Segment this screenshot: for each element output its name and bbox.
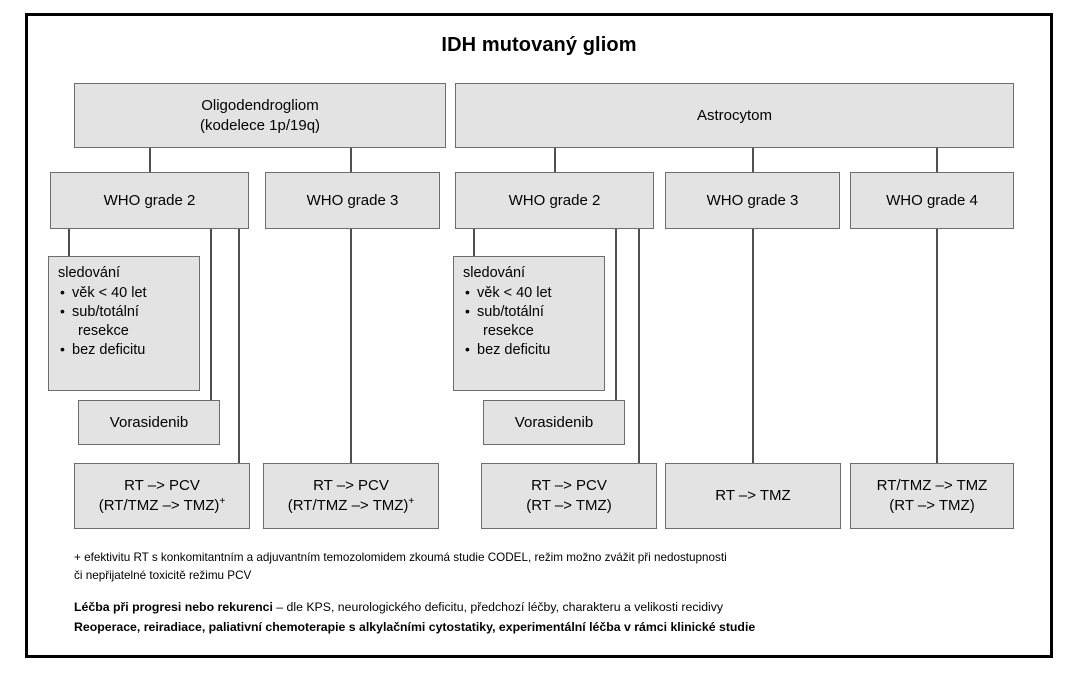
node-oligo-who-grade-2-label: WHO grade 2 [103,191,196,209]
connector-astro-g2-to-sledovani [473,228,475,257]
node-oligo-who-grade-3-label: WHO grade 3 [306,191,399,209]
node-oligo-g3-treatment-line1: RT –> PCV [313,477,389,494]
footnote-line-2: či nepřijatelné toxicitě režimu PCV [74,568,252,582]
node-vorasidenib-astro[interactable]: Vorasidenib [483,400,625,445]
node-oligodendrogliom-line1: Oligodendrogliom [201,96,319,114]
connector-astro-g3-to-treatment [752,228,754,464]
node-astro-who-grade-2[interactable]: WHO grade 2 [455,172,654,229]
node-vorasidenib-oligo[interactable]: Vorasidenib [78,400,220,445]
connector-astro-to-g4 [936,147,938,173]
footnote-line-1: + efektivitu RT s konkomitantním a adjuv… [74,551,727,564]
bold-note-line-2: Reoperace, reiradiace, paliativní chemot… [74,618,1014,638]
node-astro-g4-treatment-line1: RT/TMZ –> TMZ [876,477,988,494]
node-astro-who-grade-3-label: WHO grade 3 [706,191,799,209]
bold-note-lead: Léčba při progresi nebo rekurenci [74,600,273,614]
node-astrocytom-line1: Astrocytom [696,106,772,124]
node-oligo-g2-treatment-line2: (RT/TMZ –> TMZ)+ [98,496,226,515]
bold-note-line-1: Léčba při progresi nebo rekurenci – dle … [74,598,1014,618]
node-vorasidenib-oligo-label: Vorasidenib [109,413,189,431]
node-oligo-g2-treatment[interactable]: RT –> PCV (RT/TMZ –> TMZ)+ [74,463,250,529]
node-astro-g3-treatment-line1: RT –> TMZ [715,487,791,504]
node-oligo-g3-treatment[interactable]: RT –> PCV (RT/TMZ –> TMZ)+ [263,463,439,529]
connector-oligo-g2-to-sledovani [68,228,70,257]
node-oligo-g2-treatment-line1: RT –> PCV [124,477,200,494]
node-astro-who-grade-4[interactable]: WHO grade 4 [850,172,1014,229]
list-item: sub/totální [60,302,147,322]
node-surveillance-astro[interactable]: sledování věk < 40 let sub/totální resek… [453,256,605,391]
node-astro-who-grade-3[interactable]: WHO grade 3 [665,172,840,229]
node-astro-who-grade-2-label: WHO grade 2 [508,191,601,209]
node-astro-g2-treatment[interactable]: RT –> PCV (RT –> TMZ) [481,463,657,529]
node-oligo-who-grade-3[interactable]: WHO grade 3 [265,172,440,229]
node-astro-g4-treatment[interactable]: RT/TMZ –> TMZ (RT –> TMZ) [850,463,1014,529]
page-title: IDH mutovaný gliom [441,34,637,56]
node-astrocytom[interactable]: Astrocytom [455,83,1014,148]
list-item: bez deficitu [465,340,552,360]
list-item: bez deficitu [60,340,147,360]
list-item: resekce [78,323,129,339]
connector-astro-g2-to-vorasidenib [615,228,617,401]
surveillance-oligo-list: věk < 40 let sub/totální resekce bez def… [58,283,147,360]
list-item: věk < 40 let [60,283,146,303]
connector-oligo-to-g2 [149,147,151,173]
node-astro-g3-treatment[interactable]: RT –> TMZ [665,463,841,529]
connector-oligo-g2-to-treatment [238,228,240,464]
node-astro-g2-treatment-line2: (RT –> TMZ) [526,497,612,514]
node-oligo-who-grade-2[interactable]: WHO grade 2 [50,172,249,229]
connector-astro-to-g3 [752,147,754,173]
list-item: resekce [483,323,534,339]
bold-note-rest: – dle KPS, neurologického deficitu, před… [272,600,724,614]
surveillance-astro-header: sledování [463,265,526,281]
bold-notes-block: Léčba při progresi nebo rekurenci – dle … [74,598,1014,637]
node-astro-g4-treatment-line2: (RT –> TMZ) [889,497,975,514]
list-item: sub/totální [465,302,552,322]
node-oligo-g3-treatment-line2: (RT/TMZ –> TMZ)+ [287,496,415,515]
node-oligodendrogliom[interactable]: Oligodendrogliom (kodelece 1p/19q) [74,83,446,148]
list-item: věk < 40 let [465,283,551,303]
node-astro-g2-treatment-line1: RT –> PCV [531,477,607,494]
connector-oligo-to-g3 [350,147,352,173]
node-surveillance-oligo[interactable]: sledování věk < 40 let sub/totální resek… [48,256,200,391]
node-astro-who-grade-4-label: WHO grade 4 [886,191,978,209]
node-oligodendrogliom-line2: (kodelece 1p/19q) [199,116,321,134]
connector-astro-g4-to-treatment [936,228,938,464]
surveillance-oligo-header: sledování [58,265,121,281]
connector-astro-to-g2 [554,147,556,173]
connector-oligo-g3-to-treatment [350,228,352,464]
connector-astro-g2-to-treatment [638,228,640,464]
connector-oligo-g2-to-vorasidenib [210,228,212,401]
surveillance-astro-list: věk < 40 let sub/totální resekce bez def… [463,283,552,360]
node-vorasidenib-astro-label: Vorasidenib [514,413,594,431]
bold-note-line-2-text: Reoperace, reiradiace, paliativní chemot… [74,619,756,634]
footnote-block: + efektivitu RT s konkomitantním a adjuv… [74,549,1014,584]
